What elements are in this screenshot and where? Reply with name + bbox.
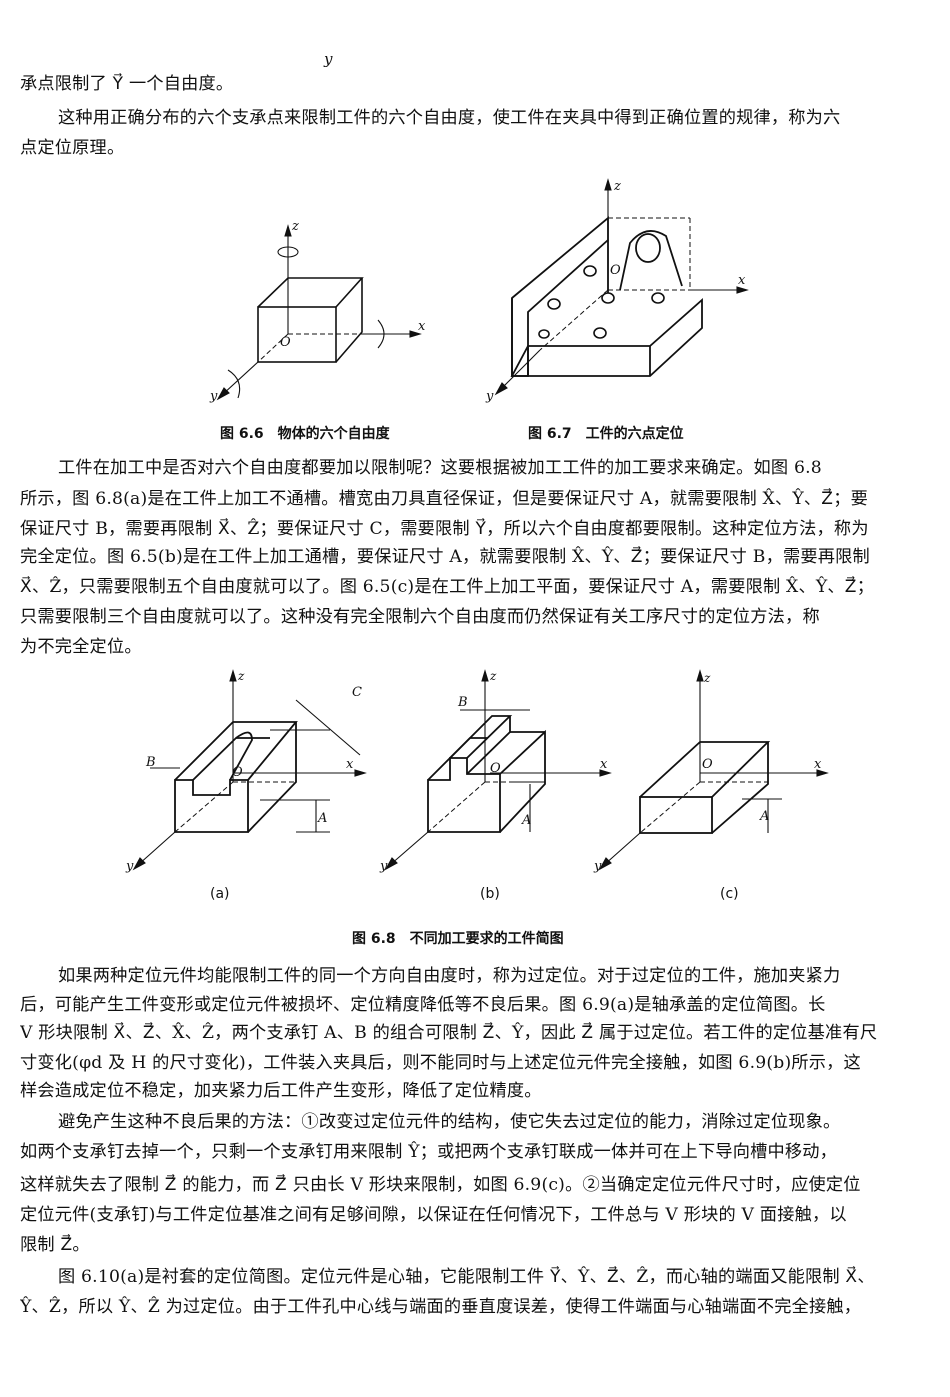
figure-6-8a: z x y O B A C [125, 669, 367, 874]
axis-y-label: y [485, 389, 494, 404]
figure-6-8b: z x y O B A [379, 669, 612, 874]
subfigure-b-label: (b) [480, 886, 500, 902]
text-line: 限制 Z⃗。 [20, 1235, 90, 1255]
text-line: 只需要限制三个自由度就可以了。这种没有完全限制六个自由度而仍然保证有关工序尺寸的… [20, 607, 820, 627]
subfigure-c-label: (c) [720, 886, 739, 902]
dim-a-label: A [317, 811, 327, 826]
origin-label: O [610, 263, 621, 278]
figure-6-8c: z x y O A [593, 669, 829, 874]
dim-b-label: B [457, 695, 468, 710]
text-line: 工件在加工中是否对六个自由度都要加以限制呢？这要根据被加工工件的加工要求来确定。… [58, 458, 822, 478]
text-line: 承点限制了 Y⃗ 一个自由度。 [20, 74, 234, 94]
text-line: 如两个支承钉去掉一个，只剩一个支承钉用来限制 Ŷ；或把两个支承钉联成一体并可在上… [20, 1142, 838, 1162]
text-line: 为不完全定位。 [20, 637, 142, 657]
text-line: V 形块限制 X⃗、Z⃗、X̂、Ẑ，两个支承钉 A、B 的组合可限制 Z⃗、Ŷ，… [20, 1023, 878, 1043]
dim-c-label: C [352, 685, 362, 700]
slot-block-front [174, 779, 249, 833]
axis-y-label: y [593, 859, 602, 874]
vertical-plate [511, 216, 609, 377]
origin-label: O [280, 335, 291, 350]
origin-label: O [232, 765, 243, 780]
figure-6-7: z x y O [485, 178, 749, 404]
axis-x-label: x [600, 757, 608, 772]
subfigure-a-label: (a) [210, 886, 230, 902]
figure-6-8-caption: 图 6.8 不同加工要求的工件简图 [352, 931, 564, 947]
figure-6-6-caption: 图 6.6 物体的六个自由度 [220, 426, 390, 442]
text-line: 这种用正确分布的六个支承点来限制工件的六个自由度，使工件在夹具中得到正确位置的规… [58, 108, 841, 128]
dim-a-label: A [759, 809, 769, 824]
axis-z-label: z [489, 669, 497, 683]
text-line: 定位元件(支承钉)与工件定位基准之间有足够间隙，以保证在任何情况下，工件总与 V… [20, 1205, 847, 1225]
dim-b-label: B [145, 755, 156, 770]
text-line: Ŷ、Ẑ，所以 Ŷ、Ẑ 为过定位。由于工件孔中心线与端面的垂直度误差，使得工件端面… [20, 1297, 862, 1317]
axis-z-label: z [703, 671, 711, 685]
text-line: 点定位原理。 [20, 138, 125, 158]
axis-x-label: x [814, 757, 822, 772]
axis-x-label: x [738, 273, 746, 288]
support-points [538, 265, 665, 339]
lug [619, 229, 683, 291]
axis-y-label: y [125, 859, 134, 874]
text-line: 如果两种定位元件均能限制工件的同一个方向自由度时，称为过定位。对于过定位的工件，… [58, 966, 841, 986]
axis-z-label: z [613, 179, 621, 194]
text-line: 样会造成定位不稳定，加夹紧力后工件产生变形，降低了定位精度。 [20, 1081, 542, 1101]
text-line: 完全定位。图 6.5(b)是在工件上加工通槽，要保证尺寸 A，就需要限制 X̂、… [20, 547, 870, 567]
text-line: 保证尺寸 B，需要再限制 X⃗、Ẑ；要保证尺寸 C，需要限制 Y⃗，所以六个自由… [20, 519, 869, 539]
axis-z-label: z [291, 219, 299, 234]
origin-label: O [490, 761, 501, 776]
text-line: 后，可能产生工件变形或定位元件被损坏、定位精度降低等不良后果。图 6.9(a)是… [20, 995, 826, 1015]
text-line: 这样就失去了限制 Z⃗ 的能力，而 Z⃗ 只由长 V 形块来限制，如图 6.9(… [20, 1175, 861, 1195]
figure-6-6: z x y O [209, 219, 426, 404]
text-line: 图 6.10(a)是衬套的定位简图。定位元件是心轴，它能限制工件 Y⃗、Ŷ、Z⃗… [58, 1267, 875, 1287]
stray-mark: y [324, 50, 333, 68]
axis-y-label: y [209, 389, 218, 404]
axis-x-label: x [346, 757, 354, 772]
axis-y-label: y [379, 859, 388, 874]
text-line: X⃗、Ẑ，只需要限制五个自由度就可以了。图 6.5(c)是在工件上加工平面，要保… [20, 577, 875, 597]
dim-a-label: A [521, 813, 531, 828]
text-line: 所示，图 6.8(a)是在工件上加工不通槽。槽宽由刀具直径保证，但是要保证尺寸 … [20, 489, 869, 509]
origin-label: O [702, 757, 713, 772]
text-line: 寸变化(φd 及 H 的尺寸变化)，工件装入夹具后，则不能同时与上述定位元件完全… [20, 1053, 861, 1073]
axis-z-label: z [237, 669, 245, 683]
figure-6-7-caption: 图 6.7 工件的六点定位 [528, 426, 684, 442]
text-line: 避免产生这种不良后果的方法：①改变过定位元件的结构，使它失去过定位的能力，消除过… [58, 1112, 841, 1132]
axis-x-label: x [418, 319, 426, 334]
